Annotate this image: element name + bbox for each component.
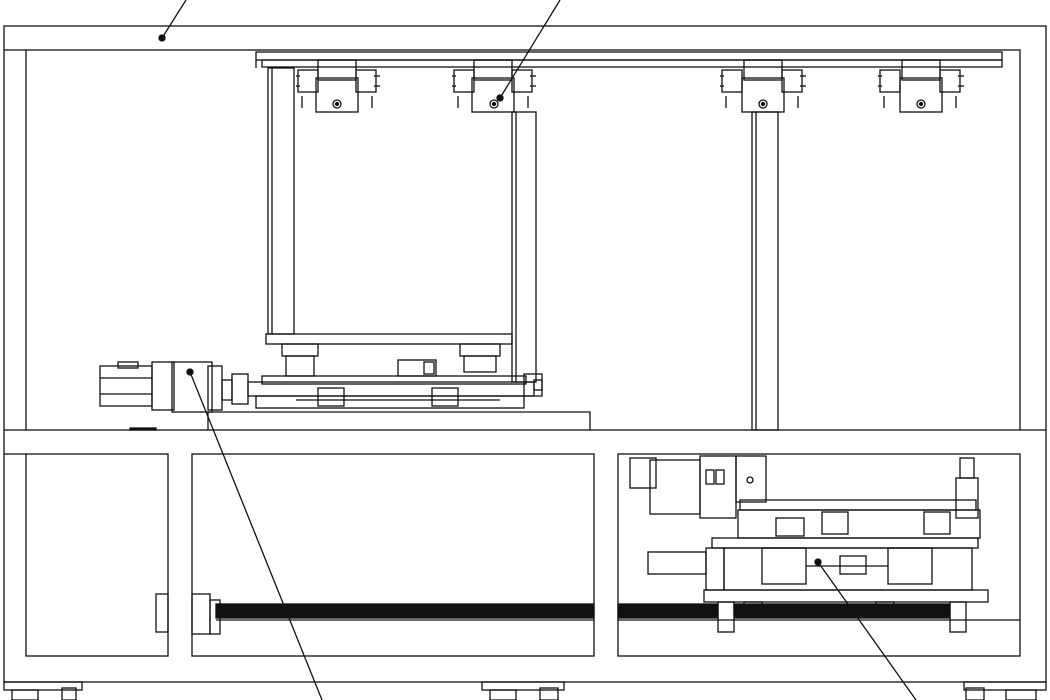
foot-middle [481, 681, 565, 700]
leader-line-2 [496, 0, 561, 102]
leader-line-1 [158, 0, 187, 42]
leader-line-3 [186, 368, 323, 700]
lift-platform [247, 333, 543, 409]
clamp-1 [296, 59, 380, 113]
foot-left [3, 681, 83, 700]
leader-line-4 [814, 558, 917, 700]
column-left [267, 67, 295, 335]
clamp-3 [720, 59, 806, 113]
column-mid [511, 111, 537, 383]
foot-right [963, 681, 1047, 700]
clamp-4 [878, 59, 964, 113]
lower-bay-right-mechanism [617, 453, 1021, 657]
column-right [751, 111, 779, 431]
top-rail-beam [255, 51, 1003, 68]
lower-bay-middle [191, 453, 595, 657]
upper-base-plate [207, 411, 591, 430]
clamp-2 [452, 59, 536, 113]
cabinet-door-left [25, 453, 169, 657]
drive-motor [99, 361, 249, 431]
